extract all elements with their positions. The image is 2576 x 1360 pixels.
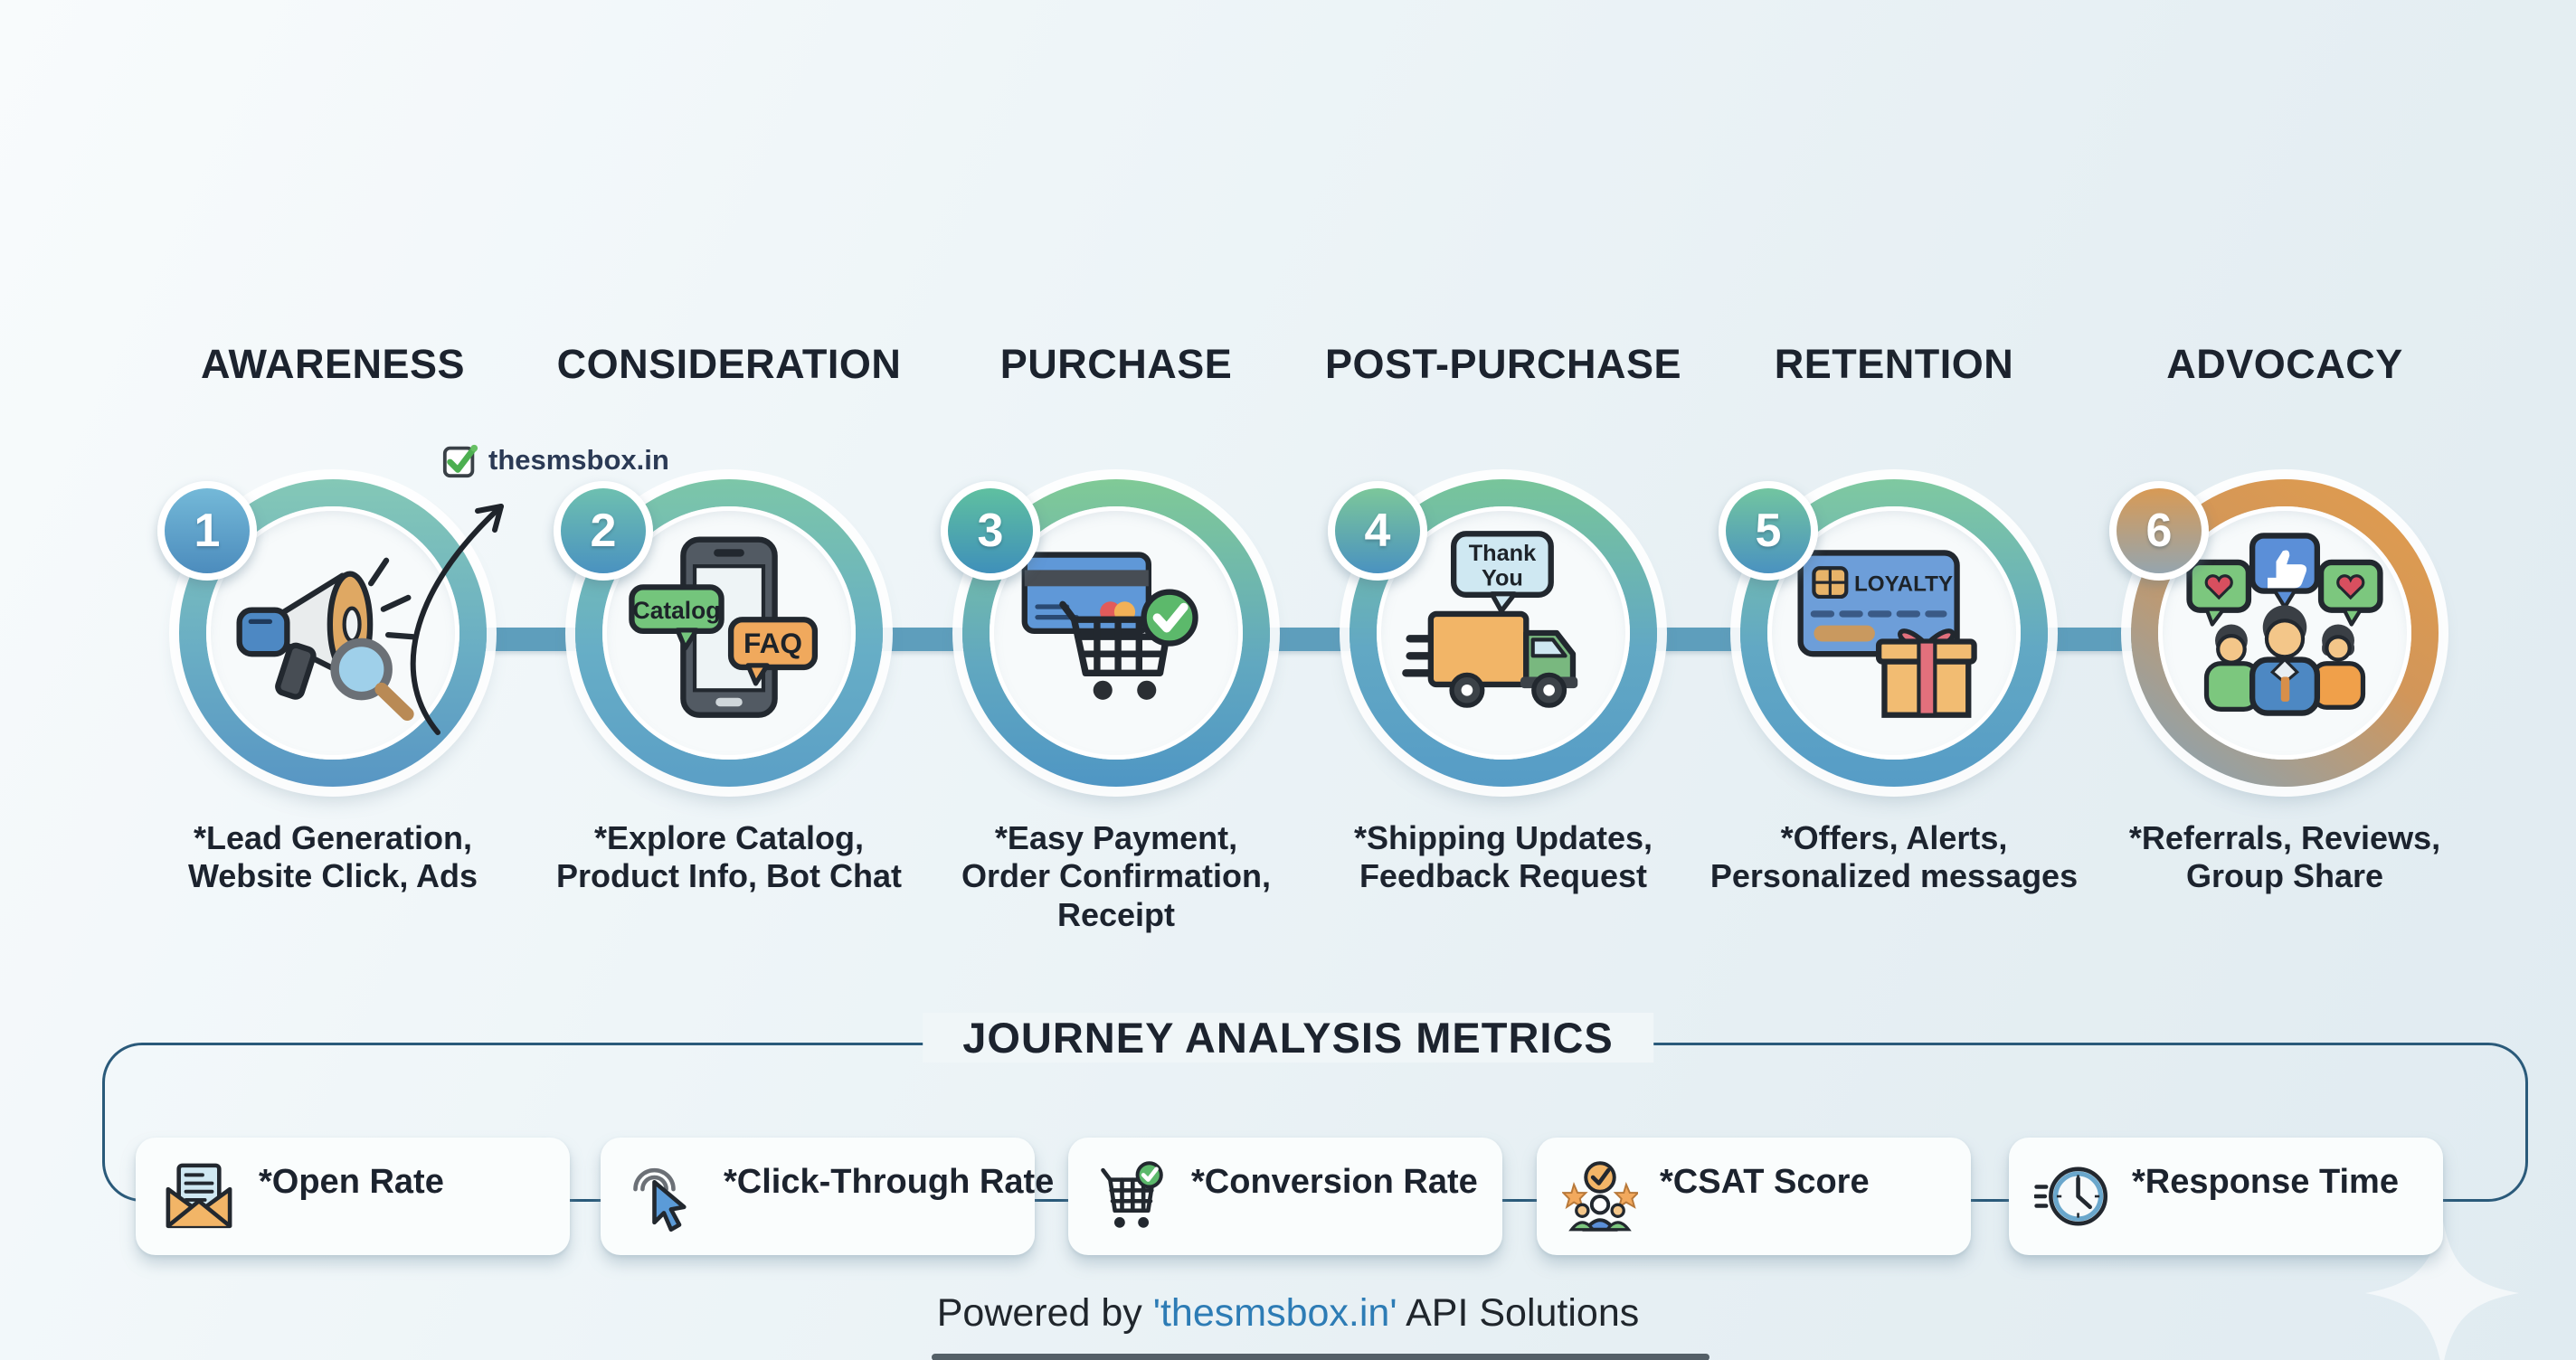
stage-label: CONSIDERATION bbox=[556, 341, 902, 387]
open-envelope-icon bbox=[166, 1163, 232, 1229]
stage-label: AWARENESS bbox=[200, 341, 466, 387]
metric-label: *Open Rate bbox=[259, 1162, 444, 1201]
stage-awareness: AWARENESS 1 bbox=[125, 336, 541, 896]
stage-ring: 2 Catalog FAQ bbox=[554, 479, 883, 787]
metric-click-through-rate: *Click-Through Rate bbox=[601, 1138, 1054, 1255]
metric-conversion-rate: *Conversion Rate bbox=[1068, 1138, 1502, 1255]
footer-brand-link: 'thesmsbox.in' bbox=[1152, 1291, 1397, 1335]
stage-description: *Shipping Updates, Feedback Request bbox=[1353, 819, 1653, 895]
svg-text:FAQ: FAQ bbox=[743, 627, 802, 659]
bottom-bar bbox=[932, 1354, 1709, 1360]
card-cart-check-icon bbox=[1021, 552, 1198, 700]
stage-number-badge: 4 bbox=[1328, 481, 1427, 581]
stage-label: RETENTION bbox=[1774, 341, 2014, 387]
stage-number-badge: 2 bbox=[554, 481, 653, 581]
stage-consideration: CONSIDERATION 2 Catalog FAQ *Expl bbox=[521, 336, 937, 896]
metric-label: *CSAT Score bbox=[1660, 1162, 1870, 1201]
swoosh-arrow-icon bbox=[410, 504, 504, 735]
stage-advocacy: ADVOCACY 6 bbox=[2077, 336, 2493, 896]
footer-powered-by: Powered by 'thesmsbox.in' API Solutions bbox=[936, 1291, 1640, 1335]
stage-ring: 4 Thank You bbox=[1328, 479, 1657, 787]
clock-icon bbox=[2034, 1166, 2108, 1226]
stage-post-purchase: POST-PURCHASE 4 Thank You bbox=[1295, 336, 1711, 896]
stage-label: PURCHASE bbox=[999, 341, 1233, 387]
stage-ring: 5 LOYALTY bbox=[1719, 479, 2048, 787]
brand-badge: thesmsbox.in bbox=[441, 441, 669, 479]
stage-description: *Easy Payment, Order Confirmation, Recei… bbox=[961, 819, 1272, 933]
metric-open-rate: *Open Rate bbox=[136, 1138, 570, 1255]
people-likes-hearts-icon bbox=[2186, 533, 2383, 716]
csat-stars-icon bbox=[1562, 1161, 1638, 1232]
stage-description: *Referrals, Reviews, Group Share bbox=[2128, 819, 2441, 895]
svg-text:Catalog: Catalog bbox=[633, 597, 721, 624]
metrics-section-title: JOURNEY ANALYSIS METRICS bbox=[923, 1013, 1653, 1062]
checkbox-check-icon bbox=[442, 444, 478, 478]
metric-response-time: *Response Time bbox=[2009, 1138, 2443, 1255]
megaphone-search-icon bbox=[236, 557, 416, 722]
metric-label: *Conversion Rate bbox=[1191, 1162, 1478, 1201]
stage-number-badge: 3 bbox=[941, 481, 1040, 581]
stage-description: *Explore Catalog, Product Info, Bot Chat bbox=[556, 819, 902, 895]
svg-text:Thank: Thank bbox=[1469, 541, 1537, 566]
metric-label: *Click-Through Rate bbox=[724, 1162, 1055, 1201]
metric-label: *Response Time bbox=[2132, 1162, 2399, 1201]
thank-you-truck-icon: Thank You bbox=[1402, 531, 1578, 708]
stage-number-badge: 5 bbox=[1719, 481, 1818, 581]
metric-csat-score: *CSAT Score bbox=[1537, 1138, 1971, 1255]
cursor-click-icon bbox=[633, 1167, 687, 1232]
stage-purchase: PURCHASE 3 bbox=[908, 336, 1324, 934]
stage-description: *Offers, Alerts, Personalized messages bbox=[1709, 819, 2079, 895]
stage-number-badge: 6 bbox=[2109, 481, 2209, 581]
stage-ring: 3 bbox=[941, 479, 1270, 787]
stage-label: ADVOCACY bbox=[2166, 341, 2403, 387]
stage-ring: 6 bbox=[2109, 479, 2439, 787]
stage-label: POST-PURCHASE bbox=[1324, 341, 1682, 387]
phone-catalog-faq-icon: Catalog FAQ bbox=[629, 536, 819, 718]
sparkle-icon bbox=[2365, 1216, 2519, 1360]
stage-retention: RETENTION 5 LOYALTY * bbox=[1686, 336, 2102, 896]
svg-text:LOYALTY: LOYALTY bbox=[1854, 572, 1953, 597]
stage-ring: 1 bbox=[157, 479, 487, 787]
stage-description: *Lead Generation, Website Click, Ads bbox=[187, 819, 478, 895]
cart-check-icon bbox=[1101, 1161, 1163, 1228]
loyalty-card-gift-icon: LOYALTY bbox=[1797, 550, 1977, 718]
stage-number-badge: 1 bbox=[157, 481, 257, 581]
svg-text:You: You bbox=[1482, 565, 1523, 590]
brand-badge-label: thesmsbox.in bbox=[488, 444, 669, 476]
